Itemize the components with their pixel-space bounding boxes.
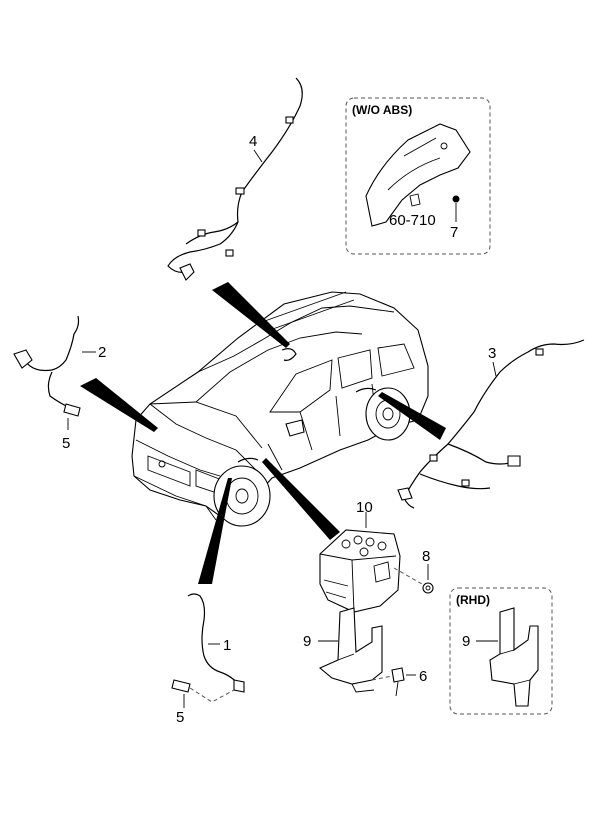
callout-9-rhd: 9 bbox=[462, 633, 470, 650]
callout-8: 8 bbox=[422, 548, 430, 565]
vehicle-illustration bbox=[131, 291, 429, 527]
arrow-to-wire-3 bbox=[378, 392, 446, 440]
callout-6: 6 bbox=[419, 668, 427, 685]
nut-part-8: 8 bbox=[422, 548, 434, 594]
rhd-bracket-part bbox=[489, 607, 539, 707]
callout-7: 7 bbox=[450, 224, 458, 241]
callout-4: 4 bbox=[249, 133, 257, 150]
inset-rhd-border bbox=[449, 587, 553, 715]
bolt-part-6: 6 bbox=[371, 667, 427, 697]
bracket-part-9: 9 bbox=[303, 607, 383, 693]
arrow-to-wire-4 bbox=[212, 282, 290, 348]
callout-5-front-right: 5 bbox=[176, 709, 184, 726]
inset-wo-abs-border bbox=[345, 97, 491, 255]
arrow-to-wire-1 bbox=[198, 478, 232, 584]
ref-label-60-710: 60-710 bbox=[389, 212, 436, 229]
callout-1: 1 bbox=[223, 637, 231, 654]
inset-rhd: (RHD) 9 bbox=[449, 587, 553, 715]
nut-part-7 bbox=[452, 195, 460, 203]
hydraulic-unit-10: 10 bbox=[319, 499, 423, 613]
wheel-sensor-wire-1: 1 5 bbox=[171, 593, 245, 726]
pointer-arrows bbox=[80, 282, 446, 584]
callout-3: 3 bbox=[488, 345, 496, 362]
clip-part bbox=[409, 193, 421, 207]
callout-10: 10 bbox=[356, 499, 373, 516]
inset-wo-abs: (W/O ABS) 60-710 7 bbox=[345, 97, 491, 255]
arrow-to-wire-2 bbox=[80, 378, 158, 432]
wheel-sensor-wire-3: 3 bbox=[397, 339, 585, 509]
wheel-sensor-wire-2: 2 5 bbox=[13, 315, 106, 452]
arrow-to-hecu bbox=[262, 458, 340, 540]
callout-5-front-left: 5 bbox=[62, 435, 70, 452]
wheel-sensor-wire-4: 4 bbox=[167, 77, 303, 281]
callout-9: 9 bbox=[303, 633, 311, 650]
inset-rhd-title: (RHD) bbox=[456, 593, 490, 607]
callout-2: 2 bbox=[98, 344, 106, 361]
inset-wo-abs-title: (W/O ABS) bbox=[352, 103, 412, 117]
tone-wheel-cover-part bbox=[365, 123, 471, 227]
